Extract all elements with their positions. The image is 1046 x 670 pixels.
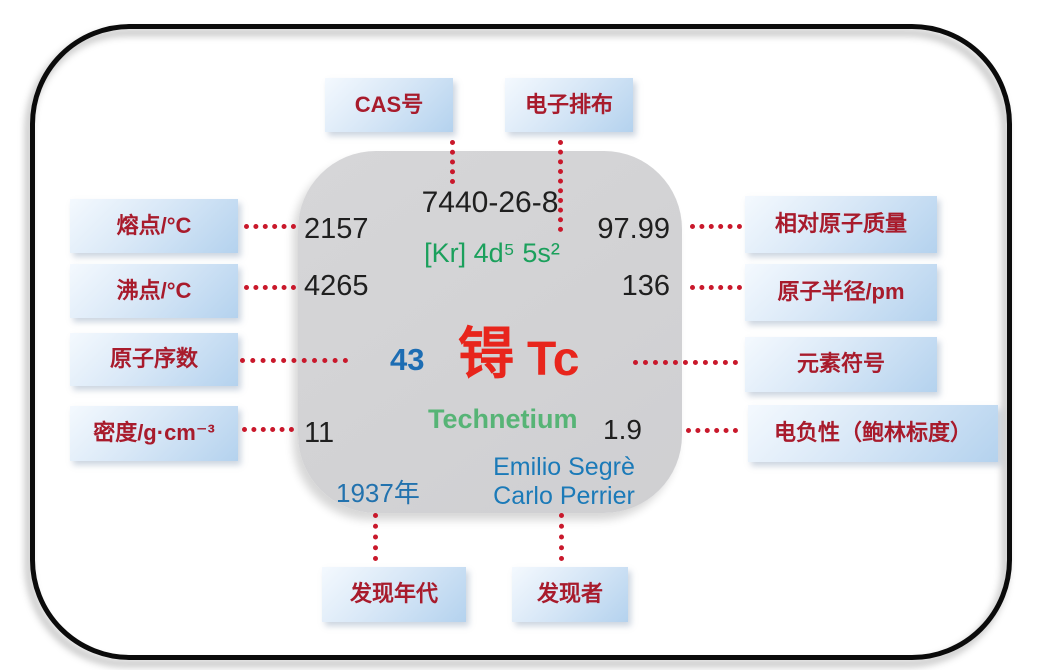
element-symbol-value: Tc [527,333,580,386]
outer-rounded-frame [30,24,1012,660]
connector-electronegativity [686,428,738,433]
connector-atomic-number [240,358,348,363]
element-name-en: Technetium [428,404,578,434]
connector-density [242,427,294,432]
discoverer-1: Emilio Segrè [493,453,635,481]
melting-point-value: 2157 [304,213,369,245]
label-cas-number: CAS号 [325,78,453,132]
label-atomic-radius: 原子半径/pm [745,264,937,321]
discoverer-2: Carlo Perrier [493,482,635,510]
label-electronegativity: 电负性（鲍林标度） [748,405,998,462]
connector-electron-configuration [558,140,563,232]
label-density: 密度/g·cm⁻³ [70,406,238,461]
label-element-symbol: 元素符号 [745,337,937,392]
connector-discoverer [559,513,564,561]
connector-boiling-point [244,285,296,290]
label-atomic-mass: 相对原子质量 [745,196,937,253]
atomic-mass-value: 97.99 [597,213,670,245]
atomic-number-value: 43 [390,342,425,377]
connector-cas-number [450,140,455,184]
density-value: 11 [304,417,335,449]
label-discovery-year: 发现年代 [322,567,466,622]
cas-number-value: 7440-26-8 [421,186,559,219]
electronegativity-value: 1.9 [603,414,642,445]
connector-discovery-year [373,513,378,561]
label-atomic-number: 原子序数 [70,333,238,386]
label-melting-point: 熔点/°C [70,199,238,253]
connector-element-symbol [633,360,738,365]
element-name-zh: 锝 [458,322,514,385]
atomic-radius-value: 136 [621,270,670,302]
electron-configuration-value: [Kr] 4d⁵ 5s² [424,238,560,268]
element-card [298,151,682,513]
label-electron-configuration: 电子排布 [505,78,633,132]
label-discoverer: 发现者 [512,567,628,622]
discovery-year-value: 1937年 [336,478,420,508]
label-boiling-point: 沸点/°C [70,264,238,318]
connector-melting-point [244,224,296,229]
connector-atomic-mass [690,224,742,229]
connector-atomic-radius [690,285,742,290]
boiling-point-value: 4265 [304,270,369,302]
